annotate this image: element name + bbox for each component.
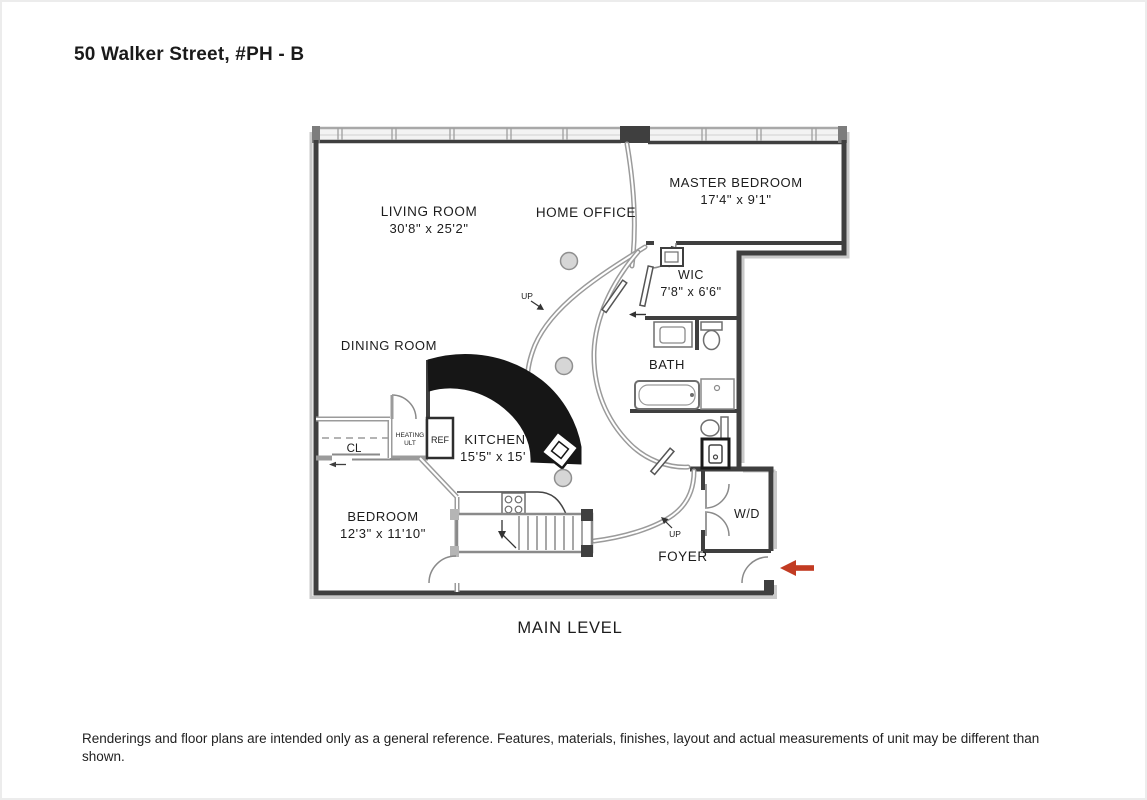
bedroom-door-arc: [428, 555, 457, 584]
washer-dryer-label: W/D: [734, 507, 760, 521]
bath-label: BATH: [649, 357, 685, 372]
column: [554, 356, 574, 376]
closet-label: CL: [347, 443, 362, 455]
hall-pivot-door-leaf: [600, 279, 628, 314]
window-mullions: [337, 128, 817, 141]
exterior-wall-outline: [309, 132, 850, 599]
stove: [501, 492, 526, 517]
closet-sliding-door: [332, 453, 400, 461]
kitchen-edge: [457, 491, 567, 515]
fixtures: [425, 247, 735, 470]
up-label: UP: [521, 291, 533, 301]
wic-sink: [660, 247, 684, 267]
home-office-label: HOME OFFICE: [536, 205, 636, 220]
kitchen-label: KITCHEN: [464, 432, 525, 447]
foyer-label: FOYER: [658, 549, 708, 564]
master-bedroom-dims: 17'4" x 9'1": [700, 192, 771, 207]
up-annotation-1: UP: [521, 291, 544, 310]
up-annotation-2: UP: [661, 517, 681, 539]
heating-door-arc: [391, 394, 417, 420]
column: [559, 251, 579, 271]
wic-entry-arrow: [629, 311, 646, 318]
level-label: MAIN LEVEL: [517, 619, 623, 637]
utility-closet: [700, 437, 731, 470]
window-band: [312, 126, 847, 145]
dining-room-label: DINING ROOM: [341, 338, 437, 353]
living-room-dims: 30'8" x 25'2": [389, 221, 468, 236]
page-title: 50 Walker Street, #PH - B: [74, 44, 305, 65]
entry-arrow: [780, 560, 814, 576]
bedroom-label: BEDROOM: [347, 509, 418, 524]
wd-door-arc-bottom: [704, 511, 730, 537]
exterior-walls: [313, 140, 847, 596]
staircase: [450, 509, 594, 557]
living-room-label: LIVING ROOM: [381, 204, 478, 219]
wall-junction: [620, 126, 650, 143]
bathtub: [634, 380, 700, 410]
refrigerator-box: [425, 416, 455, 460]
refrigerator-label: REF: [431, 435, 450, 445]
interior-walls: [426, 241, 844, 553]
wc-toilet: [700, 416, 729, 440]
wc-door-leaf: [649, 447, 675, 476]
heating-label-line1: HEATING: [396, 432, 424, 439]
entry-door-arc: [741, 556, 769, 584]
wd-door-arc-top: [704, 483, 730, 509]
shower-counter: [700, 378, 735, 410]
bath-vanity: [653, 321, 693, 348]
column: [553, 468, 573, 488]
kitchen-dims: 15'5" x 15': [460, 449, 526, 464]
columns: [553, 251, 579, 488]
heating-label-line2: ULT: [404, 440, 416, 447]
wic-label: WIC: [678, 268, 704, 282]
disclaimer-text: Renderings and floor plans are intended …: [82, 731, 1040, 765]
kitchen-sink: [539, 429, 581, 471]
room-labels: LIVING ROOM 30'8" x 25'2" HOME OFFICE MA…: [340, 175, 802, 564]
kitchen-counter: [427, 354, 582, 471]
stair-direction-arrow: [498, 520, 517, 549]
bedroom-dims: 12'3" x 11'10": [340, 526, 426, 541]
up-label: UP: [669, 529, 681, 539]
wic-pivot-door-leaf: [638, 265, 654, 308]
wic-dims: 7'8" x 6'6": [660, 285, 721, 299]
bath-toilet: [700, 321, 723, 351]
master-bedroom-label: MASTER BEDROOM: [669, 175, 802, 190]
